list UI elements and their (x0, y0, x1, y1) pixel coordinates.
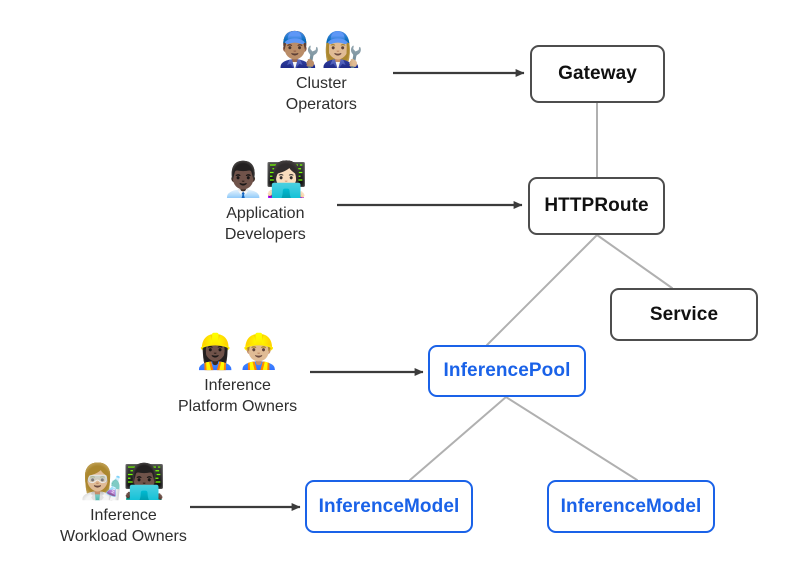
node-label: Gateway (558, 63, 637, 84)
persona-inference-workload-owners: 👩🏼‍🔬👨🏿‍💻 Inference Workload Owners (60, 462, 187, 547)
persona-label: Cluster Operators (285, 75, 357, 113)
node-gateway[interactable]: Gateway (530, 45, 665, 103)
node-service[interactable]: Service (610, 288, 758, 341)
persona-cluster-operators: 👨🏽‍🔧👩🏼‍🔧 Cluster Operators (278, 30, 365, 115)
node-label: HTTPRoute (544, 195, 649, 216)
connector-httproute-inferencepool (486, 234, 598, 346)
woman-construction-worker-icon+man-construction-worker-icon: 👷🏿‍♀️👷🏼‍♂️ (194, 332, 281, 372)
node-httproute[interactable]: HTTPRoute (528, 177, 665, 235)
persona-arrows (190, 69, 525, 511)
man-mechanic-icon+woman-mechanic-icon: 👨🏽‍🔧👩🏼‍🔧 (278, 30, 365, 70)
persona-label: Inference Platform Owners (178, 377, 298, 415)
persona-inference-platform-owners: 👷🏿‍♀️👷🏼‍♂️ Inference Platform Owners (178, 332, 297, 417)
connector-inferencepool-model1 (409, 396, 507, 481)
persona-label: Application Developers (224, 205, 306, 243)
connector-httproute-service (596, 234, 673, 289)
man-office-worker-icon+woman-technologist-icon: 👨🏿‍💼👩🏻‍💻 (222, 160, 309, 200)
node-label: InferenceModel (318, 495, 460, 517)
node-label: InferencePool (443, 360, 571, 381)
node-inferencemodel1[interactable]: InferenceModel (305, 480, 473, 533)
persona-application-developers: 👨🏿‍💼👩🏻‍💻 Application Developers (222, 160, 309, 245)
node-label: Service (649, 303, 719, 325)
connector-inferencepool-model2 (505, 396, 638, 481)
persona-label: Inference Workload Owners (60, 507, 187, 545)
node-label: InferenceModel (560, 495, 702, 517)
node-inferencepool[interactable]: InferencePool (428, 345, 586, 397)
node-inferencemodel2[interactable]: InferenceModel (547, 480, 715, 533)
woman-scientist-icon+man-technologist-icon: 👩🏼‍🔬👨🏿‍💻 (80, 462, 167, 502)
